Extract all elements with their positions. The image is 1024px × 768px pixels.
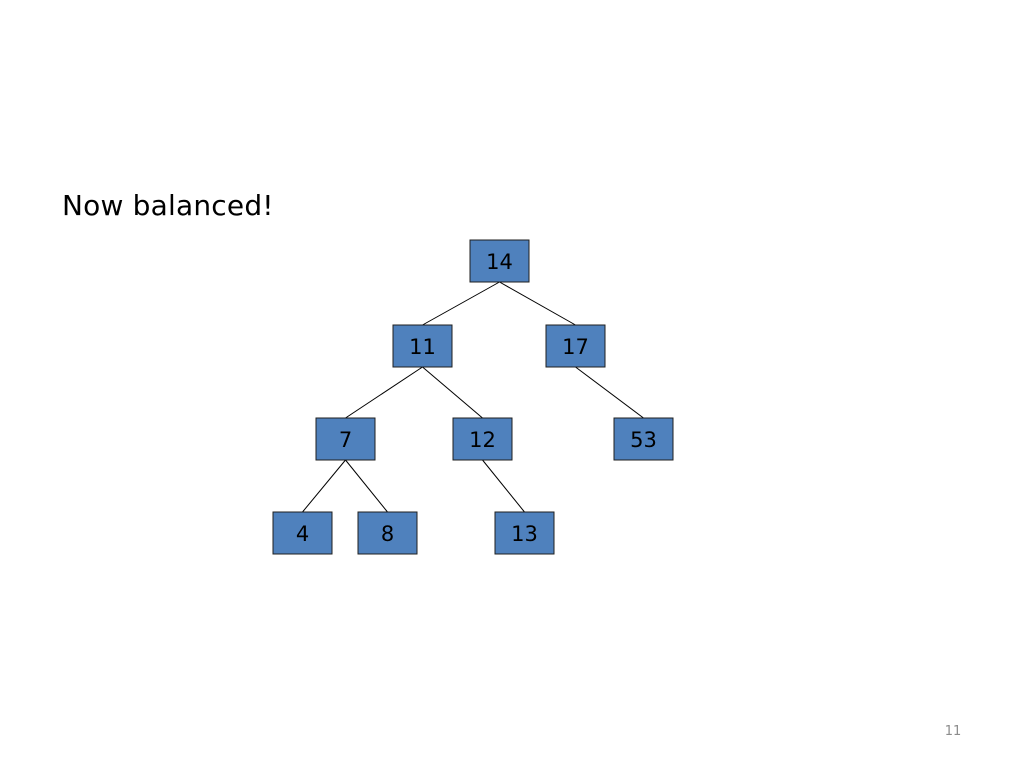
tree-node-label: 11 — [409, 335, 436, 359]
tree-node-label: 14 — [486, 250, 513, 274]
tree-node-label: 13 — [511, 522, 538, 546]
tree-node-box — [392, 324, 453, 368]
tree-node-box — [613, 417, 674, 461]
tree-node-box — [494, 511, 555, 555]
tree-node-7: 7 — [315, 417, 376, 461]
tree-node-14: 14 — [469, 239, 530, 283]
tree-node-53: 53 — [613, 417, 674, 461]
tree-edge-n11-n7 — [345, 366, 423, 419]
slide-heading: Now balanced! — [62, 189, 274, 222]
tree-edge-n12-n13 — [482, 459, 525, 513]
tree-node-label: 7 — [339, 428, 352, 452]
tree-node-11: 11 — [392, 324, 453, 368]
tree-nodes: 14 11 17 7 12 53 4 8 13 — [272, 239, 674, 555]
tree-edge-n14-n11 — [422, 281, 500, 326]
tree-edge-n7-n4 — [302, 459, 346, 513]
tree-node-box — [315, 417, 376, 461]
tree-node-4: 4 — [272, 511, 333, 555]
tree-node-12: 12 — [452, 417, 513, 461]
tree-node-label: 8 — [381, 522, 394, 546]
tree-node-box — [469, 239, 530, 283]
page-number: 11 — [944, 724, 962, 739]
tree-edge-n11-n12 — [422, 366, 483, 419]
tree-node-label: 12 — [469, 428, 496, 452]
tree-node-label: 53 — [630, 428, 657, 452]
tree-node-box — [357, 511, 418, 555]
tree-edges — [302, 281, 644, 513]
tree-edge-n17-n53 — [575, 366, 644, 419]
tree-node-box — [452, 417, 513, 461]
tree-node-label: 17 — [562, 335, 589, 359]
tree-node-8: 8 — [357, 511, 418, 555]
tree-edge-n14-n17 — [499, 281, 576, 326]
tree-node-13: 13 — [494, 511, 555, 555]
tree-node-box — [545, 324, 606, 368]
tree-node-17: 17 — [545, 324, 606, 368]
tree-edge-n7-n8 — [345, 459, 388, 513]
tree-node-label: 4 — [296, 522, 309, 546]
tree-node-box — [272, 511, 333, 555]
